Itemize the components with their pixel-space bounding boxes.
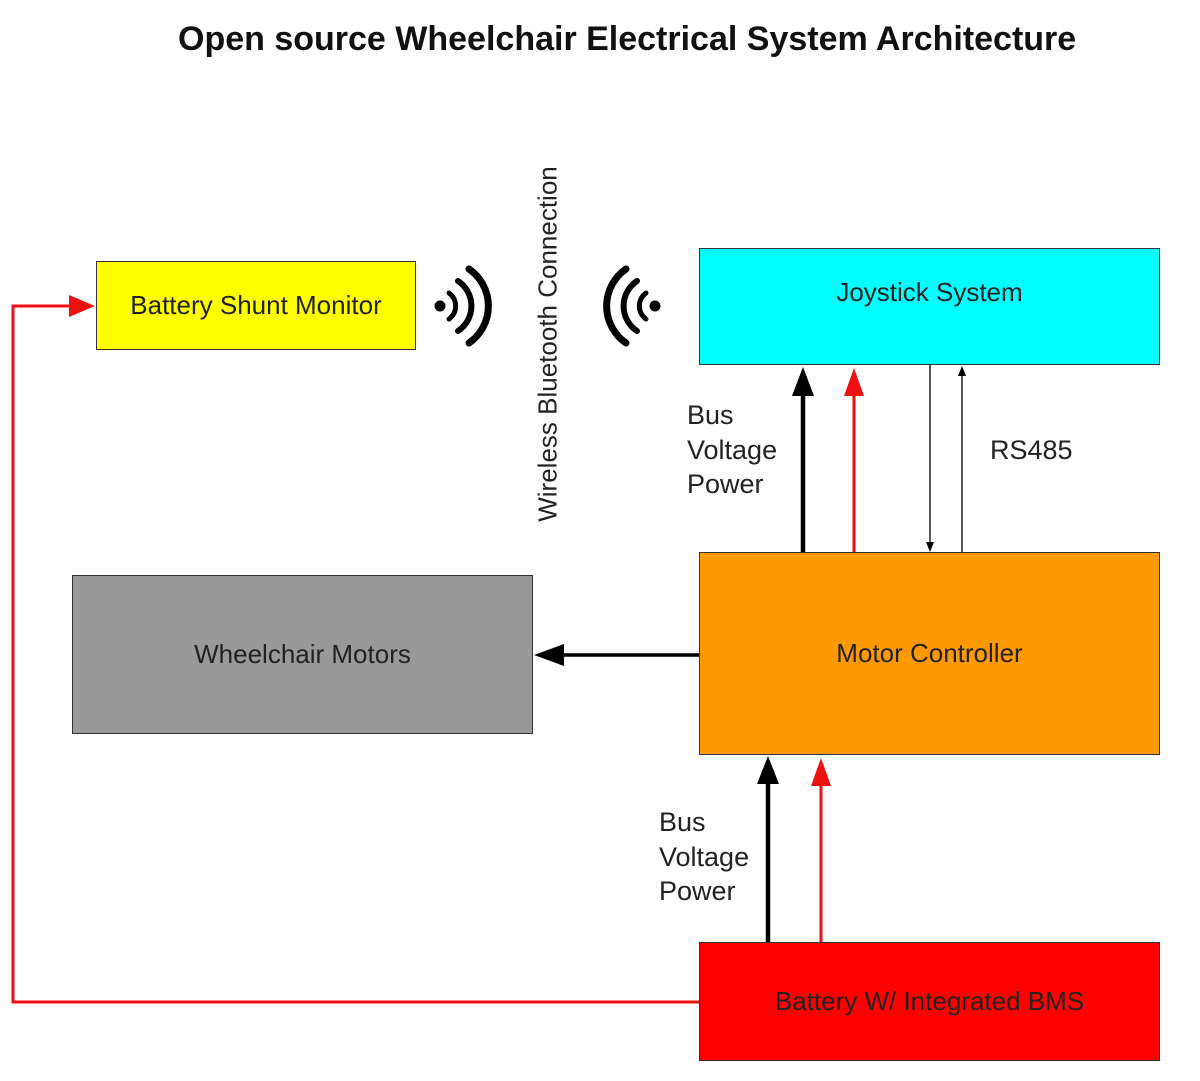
wheelchair-motors-label: Wheelchair Motors [194, 639, 411, 669]
motor-controller-label: Motor Controller [836, 638, 1023, 668]
rs485-up-line [958, 366, 966, 552]
rs485-label: RS485 [990, 435, 1073, 465]
joystick-system-block[interactable]: Joystick System [699, 248, 1160, 365]
bus-voltage-power-label-upper: Bus Voltage Power [687, 400, 778, 499]
battery-to-controller-negative-wire [757, 756, 779, 942]
battery-shunt-monitor-label: Battery Shunt Monitor [130, 290, 382, 320]
battery-bms-label: Battery W/ Integrated BMS [774, 986, 1085, 1016]
motor-controller-block[interactable]: Motor Controller [699, 552, 1160, 755]
wireless-signal-icon [603, 265, 661, 347]
battery-to-shunt-wire [11, 295, 699, 1004]
joystick-system-label: Joystick System [836, 277, 1023, 307]
rs485-down-line [926, 365, 934, 552]
controller-to-motors-line [534, 644, 699, 666]
battery-to-controller-positive-wire [811, 758, 831, 942]
bus-voltage-power-label-lower: Bus Voltage Power [659, 807, 750, 906]
wheelchair-motors-block[interactable]: Wheelchair Motors [72, 575, 533, 734]
battery-bms-block[interactable]: Battery W/ Integrated BMS [699, 942, 1160, 1061]
controller-to-joystick-negative-wire [792, 367, 814, 552]
battery-shunt-monitor-block[interactable]: Battery Shunt Monitor [96, 261, 416, 350]
controller-to-joystick-positive-wire [844, 368, 864, 552]
wireless-signal-icon [434, 265, 492, 347]
diagram-title: Open source Wheelchair Electrical System… [178, 20, 1077, 58]
